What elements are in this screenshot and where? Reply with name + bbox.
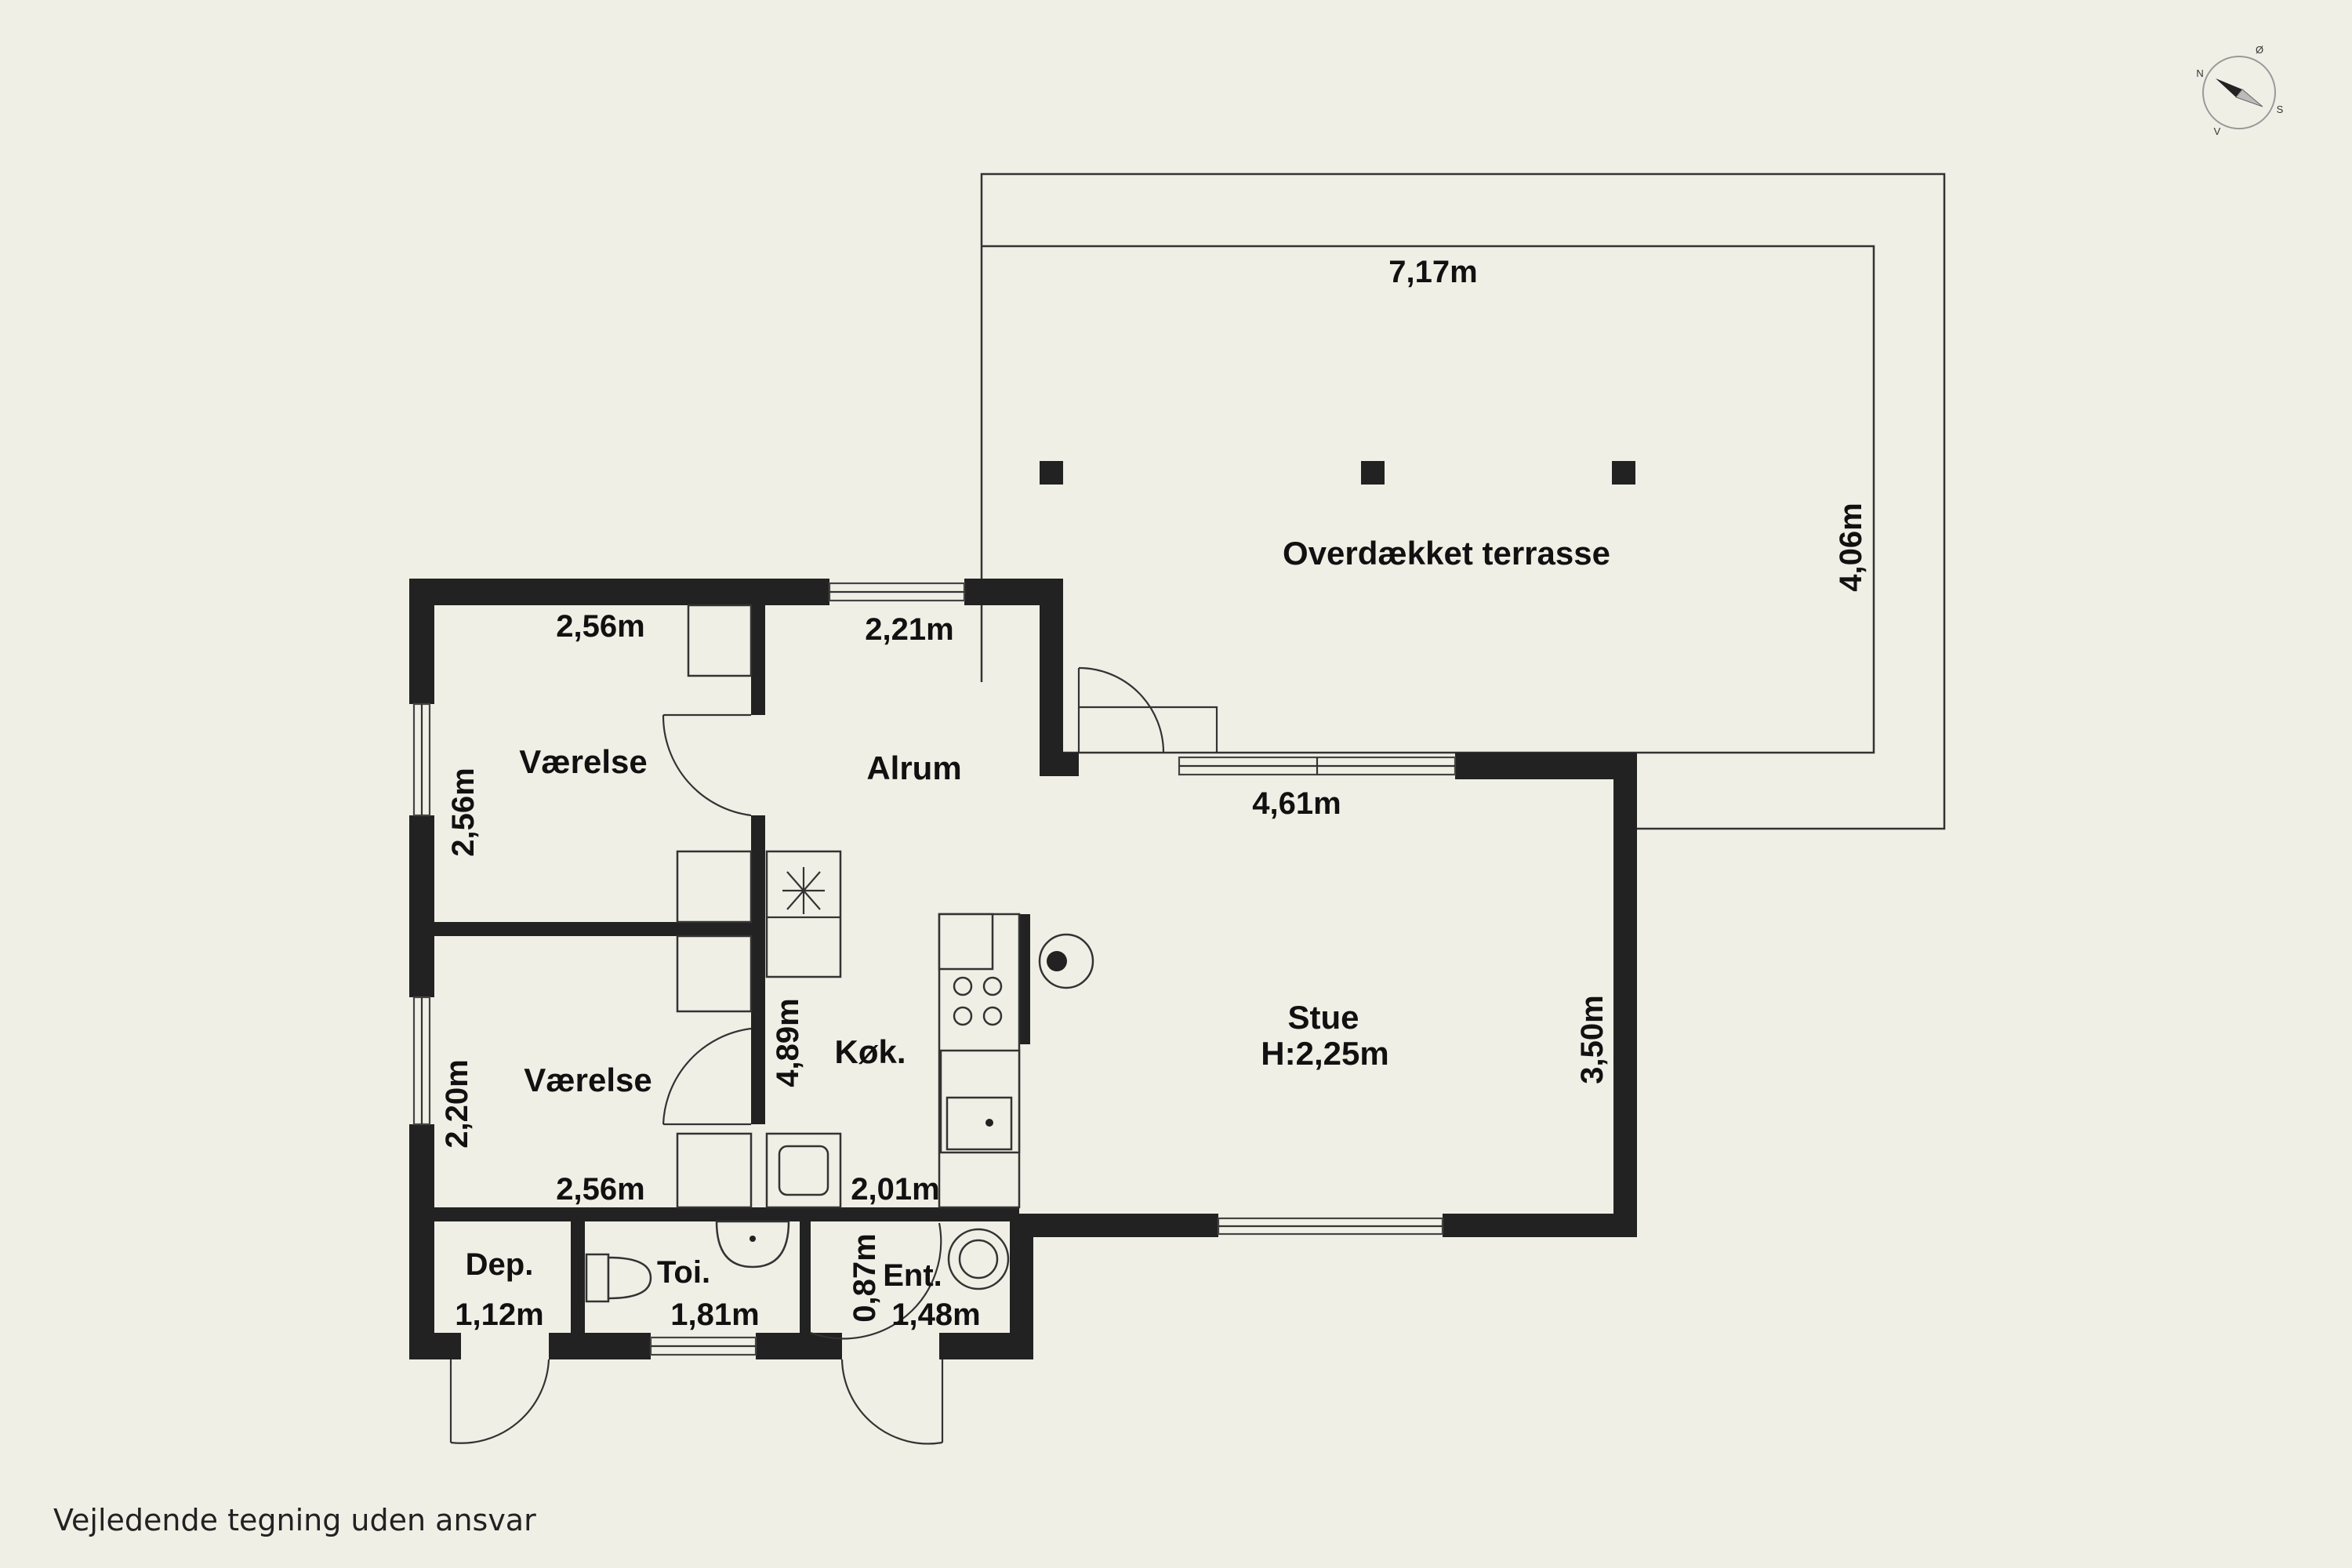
interior-walls [434, 605, 1030, 1339]
disclaimer-note: Vejledende tegning uden ansvar [53, 1503, 536, 1537]
compass-s: S [2277, 103, 2284, 115]
compass-e: Ø [2256, 44, 2263, 56]
room-label-toilet: Toi. [657, 1255, 710, 1290]
sink-icon [715, 1220, 790, 1269]
room-label-stue: Stue [1287, 999, 1359, 1036]
toilet-icon [585, 1253, 652, 1303]
stove-icon [953, 976, 1003, 1026]
dim-stue-width: 4,61m [1252, 786, 1341, 821]
dim-terrace-depth: 4,06m [1834, 503, 1868, 591]
water-heater-icon [947, 1228, 1010, 1290]
room-label-vaerelse-lower: Værelse [524, 1062, 652, 1098]
compass-icon: N Ø S V [2196, 44, 2283, 137]
dim-vaerelse-upper-depth: 2,56m [446, 768, 481, 856]
exterior-walls [409, 579, 1637, 1359]
room-label-vaerelse-upper: Værelse [519, 743, 647, 780]
dim-terrace-width: 7,17m [1388, 255, 1477, 289]
room-label-stue-height: H:2,25m [1261, 1035, 1388, 1072]
dim-entre-width: 1,48m [891, 1298, 980, 1332]
dim-vaerelse-lower-depth: 2,20m [440, 1059, 474, 1148]
room-label-depot: Dep. [466, 1247, 534, 1282]
dim-vaerelse-lower-width: 2,56m [556, 1172, 644, 1207]
room-label-entre: Ent. [883, 1258, 942, 1293]
compass-n: N [2196, 67, 2203, 79]
dimension-labels: 7,17m 4,06m 2,56m 2,56m 2,21m 4,61m 3,50… [440, 255, 1868, 1332]
dim-alrum-width: 2,21m [865, 612, 953, 647]
room-label-terrace: Overdækket terrasse [1283, 535, 1610, 572]
dim-stue-depth: 3,50m [1575, 995, 1610, 1083]
room-label-alrum: Alrum [866, 750, 961, 786]
dim-entre-depth: 0,87m [848, 1233, 882, 1322]
doors [449, 666, 1218, 1445]
fixtures [585, 604, 1094, 1303]
compass-w: V [2214, 125, 2221, 137]
woodstove-icon [1038, 933, 1094, 989]
windows [412, 582, 1457, 1356]
room-label-kokken: Køk. [834, 1033, 906, 1070]
dim-kokken-width: 2,01m [851, 1172, 939, 1207]
dim-depot-width: 1,12m [455, 1298, 543, 1332]
dim-kokken-length: 4,89m [771, 998, 805, 1087]
fan-icon [782, 867, 825, 914]
dim-vaerelse-upper-width: 2,56m [556, 609, 644, 644]
room-labels: Overdækket terrasse Alrum Stue H:2,25m V… [466, 535, 1610, 1293]
dim-toilet-width: 1,81m [670, 1298, 759, 1332]
terrace-posts [1040, 461, 1635, 485]
